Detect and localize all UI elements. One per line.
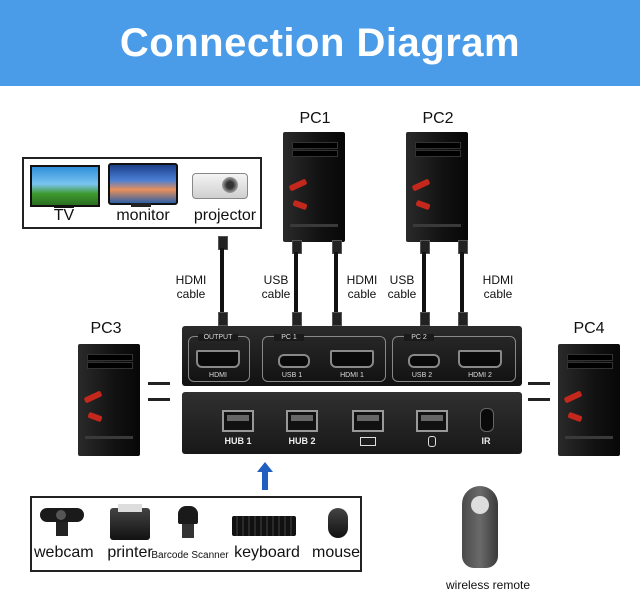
printer-icon: [110, 508, 150, 540]
hdmi1-port[interactable]: [330, 350, 374, 368]
pc3-label: PC3: [90, 320, 122, 337]
hdmi-output-port[interactable]: [196, 350, 240, 368]
pc2-tower-icon: [406, 132, 468, 242]
pc3-tower-icon: [78, 344, 140, 456]
hdmi-output-cable-icon: [216, 236, 228, 326]
projector-label: projector: [193, 207, 257, 224]
tv-label: TV: [53, 207, 75, 224]
barcode-scanner-icon: [178, 506, 198, 524]
usb-pc2-cable-icon: [418, 240, 430, 326]
pc1-label: PC1: [299, 110, 331, 127]
printer-label: printer: [107, 544, 153, 561]
kvm-switch-front-panel: HUB 1 HUB 2 IR: [182, 392, 522, 454]
port-label-usb2: USB 2: [411, 372, 433, 379]
hdmi2-port[interactable]: [458, 350, 502, 368]
ir-label: IR: [481, 436, 491, 446]
output-group-label: OUTPUT: [198, 334, 238, 341]
hub1-label: HUB 1: [224, 436, 252, 446]
pc3-cable-icon: [148, 382, 170, 385]
usb2-port[interactable]: [408, 354, 440, 368]
up-arrow-icon: [256, 462, 274, 490]
keyboard-label: keyboard: [234, 544, 300, 561]
monitor-icon: [108, 163, 178, 205]
barcode-scanner-label: Barcode Scanner: [151, 550, 229, 561]
tv-stand-icon: [54, 205, 74, 208]
usb-pc1-cable-icon: [290, 240, 302, 326]
pc2-port-group: [392, 336, 516, 382]
keyboard-icon: [360, 437, 376, 446]
projector-lens-icon: [222, 177, 238, 193]
wireless-remote-icon: [462, 486, 498, 568]
hdmi-output-cable-label: HDMI cable: [175, 273, 207, 301]
monitor-label: monitor: [116, 207, 170, 224]
wireless-remote-label: wireless remote: [445, 578, 531, 592]
kvm-switch-rear-panel: OUTPUT HDMI PC 1 USB 1 HDMI 1 PC 2 USB 2…: [182, 326, 522, 386]
mouse-label: mouse: [312, 544, 361, 561]
diagram-title: Connection Diagram: [119, 20, 521, 65]
webcam-base-icon: [56, 522, 68, 536]
pc4-label: PC4: [573, 320, 605, 337]
usb-pc2-cable-label: USB cable: [387, 273, 417, 301]
hub2-label: HUB 2: [288, 436, 316, 446]
hdmi-pc2-cable-icon: [456, 240, 468, 326]
webcam-label: webcam: [34, 544, 94, 561]
port-label-hdmi: HDMI: [209, 372, 227, 379]
pc4-tower-icon: [558, 344, 620, 456]
port-label-hdmi2: HDMI 2: [468, 372, 492, 379]
pc3-cable2-icon: [148, 398, 170, 401]
monitor-stand-icon: [131, 203, 151, 207]
usb1-port[interactable]: [278, 354, 310, 368]
pc2-group-label: PC 2: [404, 334, 434, 341]
projector-icon: [192, 173, 248, 199]
hub2-port[interactable]: [286, 410, 318, 432]
tv-icon: [30, 165, 100, 207]
pc2-label: PC2: [422, 110, 454, 127]
hdmi-pc2-cable-label: HDMI cable: [482, 273, 514, 301]
pc1-port-group: [262, 336, 386, 382]
hdmi-pc1-cable-icon: [330, 240, 342, 326]
port-label-usb1: USB 1: [281, 372, 303, 379]
pc4-cable-icon: [528, 382, 550, 385]
title-banner: Connection Diagram: [0, 0, 640, 86]
peripherals-box: webcam printer Barcode Scanner keyboard …: [30, 496, 362, 572]
pc4-cable2-icon: [528, 398, 550, 401]
ir-sensor-icon: [480, 408, 494, 432]
webcam-lens-icon: [56, 510, 66, 520]
keyboard-port[interactable]: [352, 410, 384, 432]
hub1-port[interactable]: [222, 410, 254, 432]
mouse-port[interactable]: [416, 410, 448, 432]
hdmi-pc1-cable-label: HDMI cable: [346, 273, 378, 301]
port-label-hdmi1: HDMI 1: [340, 372, 364, 379]
mouse-icon: [428, 436, 436, 447]
barcode-scanner-stand-icon: [182, 524, 194, 538]
usb-pc1-cable-label: USB cable: [261, 273, 291, 301]
display-devices-box: TV monitor projector: [22, 157, 262, 229]
mouse-device-icon: [328, 508, 348, 538]
keyboard-device-icon: [232, 516, 296, 536]
pc1-tower-icon: [283, 132, 345, 242]
printer-paper-icon: [118, 504, 142, 512]
pc1-group-label: PC 1: [274, 334, 304, 341]
